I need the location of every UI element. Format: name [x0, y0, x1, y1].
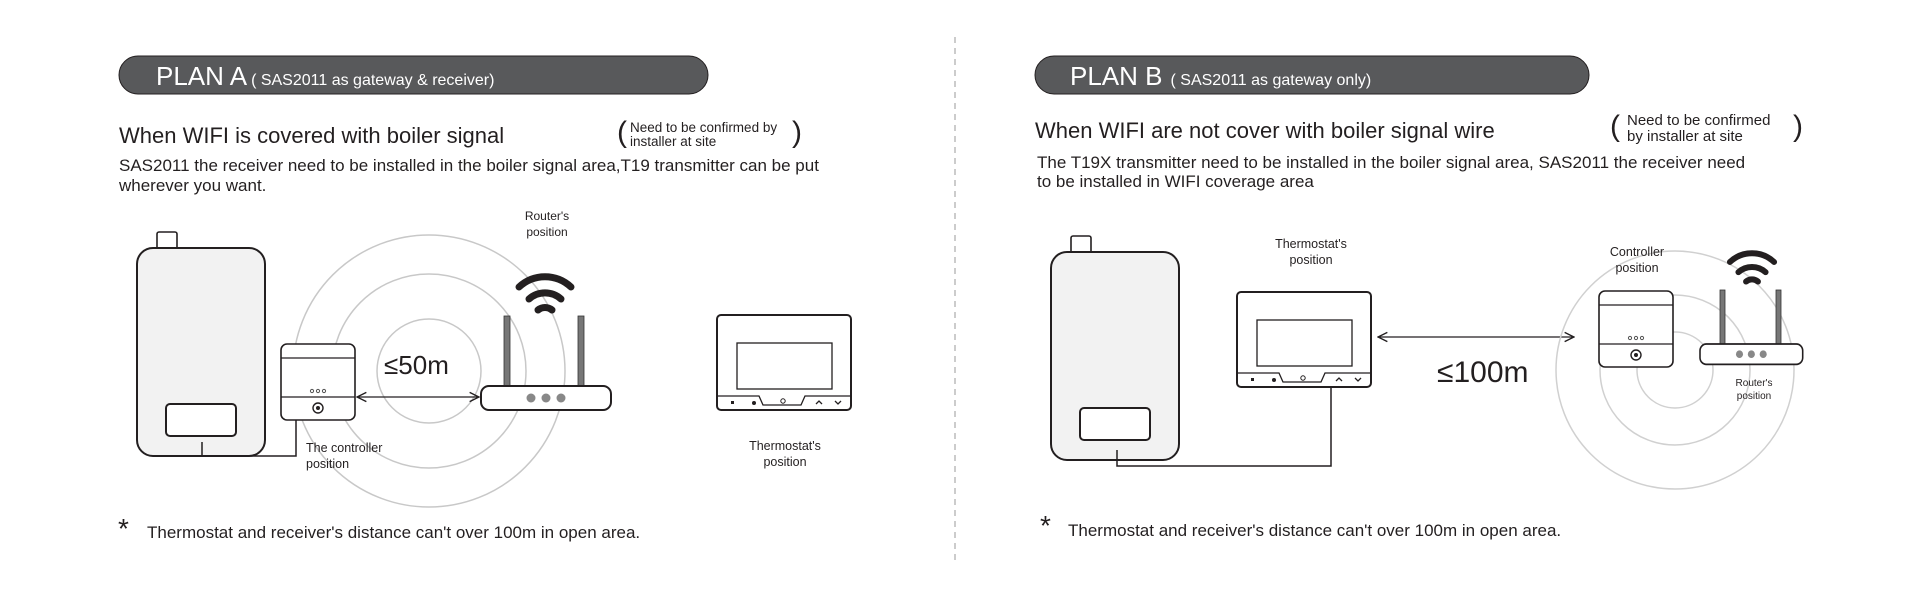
plan-a-header-pill: [118, 55, 709, 95]
plan-b-body-line2: to be installed in WIFI coverage area: [1037, 172, 1314, 191]
plan-a-body-line2: wherever you want.: [118, 176, 266, 195]
paren-close: ): [792, 116, 802, 149]
router-label-1: Router's: [1736, 378, 1773, 389]
plan-b-footnote: Thermostat and receiver's distance can't…: [1068, 521, 1561, 540]
thermostat-label-1: Thermostat's: [1275, 237, 1347, 251]
router-icon: [480, 385, 612, 411]
plan-b-note-line1: Need to be confirmed: [1627, 112, 1770, 129]
router-label-2: position: [526, 225, 567, 239]
router-label-1: Router's: [525, 209, 569, 223]
plan-a-body-line1: SAS2011 the receiver need to be installe…: [119, 156, 819, 175]
controller-label-2: position: [306, 457, 349, 471]
footnote-asterisk: *: [1040, 510, 1051, 541]
plan-b-subtitle: ( SAS2011 as gateway only): [1171, 72, 1372, 89]
thermostat-label-2: position: [1289, 253, 1332, 267]
svg-text:PLAN A( SAS2011 as gateway & r: PLAN A( SAS2011 as gateway & receiver): [156, 61, 494, 91]
plan-b-header-pill: [1034, 55, 1590, 95]
plan-a-subtitle: ( SAS2011 as gateway & receiver): [251, 72, 494, 89]
plan-a-heading: When WIFI is covered with boiler signal: [119, 123, 504, 148]
antenna-icon: [503, 315, 511, 387]
paren-close: ): [1793, 110, 1803, 143]
svg-text:PLAN B( SAS2011 as gateway onl: PLAN B ( SAS2011 as gateway only): [1070, 61, 1371, 91]
signal-wire: [1116, 383, 1332, 467]
plan-a-note-line1: Need to be confirmed by: [630, 120, 777, 135]
boiler-icon: [1050, 235, 1180, 461]
plan-b-heading: When WIFI are not cover with boiler sign…: [1035, 118, 1495, 143]
plan-b-distance: ≤100m: [1437, 356, 1529, 389]
boiler-icon: [136, 231, 266, 457]
signal-wire: [201, 420, 297, 457]
plan-a-distance: ≤50m: [384, 350, 449, 380]
router-icon: [1699, 343, 1804, 366]
controller-label-1: The controller: [306, 441, 382, 455]
router-label-2: position: [1737, 391, 1771, 402]
plan-a: PLAN A( SAS2011 as gateway & receiver) W…: [118, 55, 852, 544]
plan-b-body-line1: The T19X transmitter need to be installe…: [1037, 153, 1745, 172]
antenna-icon: [1719, 289, 1726, 347]
controller-label-2: position: [1615, 261, 1658, 275]
controller-icon: [280, 343, 356, 421]
plan-b-note-line2: by installer at site: [1627, 128, 1743, 145]
paren-open: (: [617, 116, 627, 149]
footnote-asterisk: *: [118, 513, 129, 544]
wifi-icon: [519, 277, 571, 310]
plan-a-note-line2: installer at site: [630, 134, 716, 149]
plan-a-title: PLAN A: [156, 61, 248, 91]
controller-label-1: Controller: [1610, 245, 1664, 259]
plan-b-title: PLAN B: [1070, 61, 1163, 91]
paren-open: (: [1610, 110, 1620, 143]
wifi-range-circles: [1555, 250, 1795, 490]
antenna-icon: [1775, 289, 1782, 347]
thermostat-label-1: Thermostat's: [749, 439, 821, 453]
thermostat-label-2: position: [763, 455, 806, 469]
plan-a-footnote: Thermostat and receiver's distance can't…: [147, 523, 640, 542]
thermostat-icon: [716, 314, 852, 411]
antenna-icon: [577, 315, 585, 387]
thermostat-icon: [1236, 291, 1372, 388]
controller-icon: [1598, 290, 1674, 368]
plan-b: PLAN B ( SAS2011 as gateway only) When WI…: [1034, 55, 1804, 541]
